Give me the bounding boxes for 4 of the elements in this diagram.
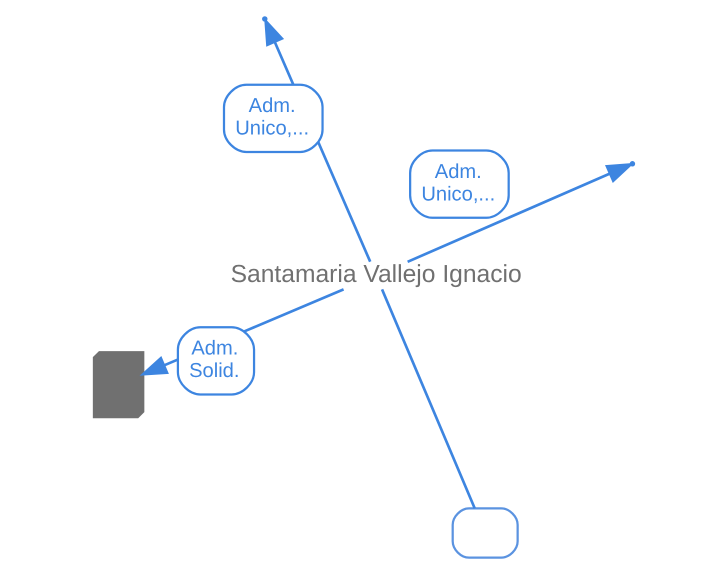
node-text: Santamaria Vallejo Ignacio	[230, 260, 522, 288]
edge-label: Adm. Solid.	[189, 338, 240, 382]
edge-label: Adm. Unico,...	[421, 160, 496, 206]
edge-label: Adm. Unico,...	[235, 95, 310, 140]
